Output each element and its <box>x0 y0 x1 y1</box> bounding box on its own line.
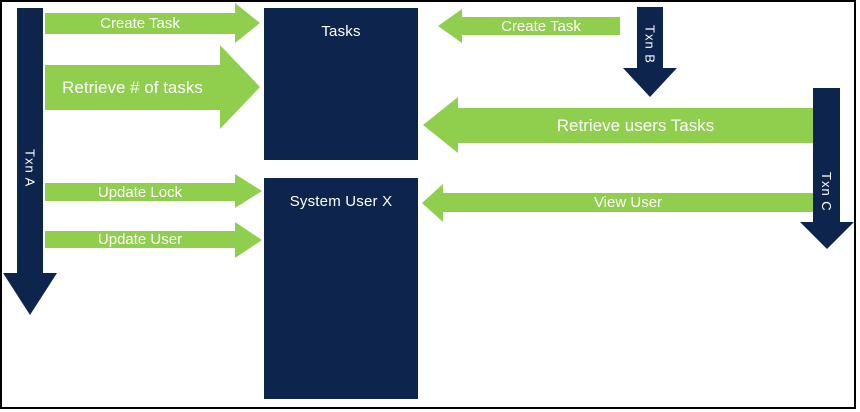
create-task-a-label: Create Task <box>100 15 180 32</box>
txn-a-arrow: Txn A <box>17 8 43 273</box>
retrieve-users-tasks-label: Retrieve users Tasks <box>556 115 715 135</box>
update-lock-label: Update Lock <box>97 183 183 201</box>
create-task-b-arrowhead-icon <box>438 9 462 43</box>
update-user-arrow: Update User <box>45 231 235 248</box>
txn-b-arrow: Txn B <box>637 7 663 68</box>
retrieve-users-tasks-arrow: Retrieve users Tasks <box>458 108 813 143</box>
update-user-label: Update User <box>97 231 183 248</box>
txn-a-arrowhead-icon <box>3 273 57 315</box>
update-user-arrowhead-icon <box>235 222 262 258</box>
system-user-x-box-label: System User X <box>289 193 393 210</box>
create-task-a-arrowhead-icon <box>235 3 260 43</box>
update-lock-arrowhead-icon <box>235 174 262 208</box>
txn-c-label: Txn C <box>819 172 834 212</box>
retrieve-users-tasks-arrowhead-icon <box>423 97 458 153</box>
txn-b-label: Txn B <box>642 25 658 64</box>
retrieve-num-tasks-arrowhead-icon <box>220 45 260 129</box>
retrieve-num-tasks-label: Retrieve # of tasks <box>62 77 203 97</box>
tasks-box: Tasks <box>264 8 418 160</box>
txn-b-arrowhead-icon <box>623 68 677 97</box>
txn-a-label: Txn A <box>22 148 38 188</box>
txn-c-arrowhead-icon <box>800 222 854 249</box>
create-task-a-arrow: Create Task <box>45 13 235 34</box>
view-user-arrowhead-icon <box>422 184 443 222</box>
create-task-b-label: Create Task <box>501 17 581 35</box>
txn-c-arrow: Txn C <box>813 88 840 222</box>
tasks-box-label: Tasks <box>321 23 361 40</box>
system-user-x-box: System User X <box>264 178 418 399</box>
create-task-b-arrow: Create Task <box>462 17 620 35</box>
update-lock-arrow: Update Lock <box>45 183 235 201</box>
view-user-label: View User <box>593 194 663 211</box>
view-user-arrow: View User <box>443 193 813 212</box>
retrieve-num-tasks-arrow: Retrieve # of tasks <box>45 65 220 110</box>
